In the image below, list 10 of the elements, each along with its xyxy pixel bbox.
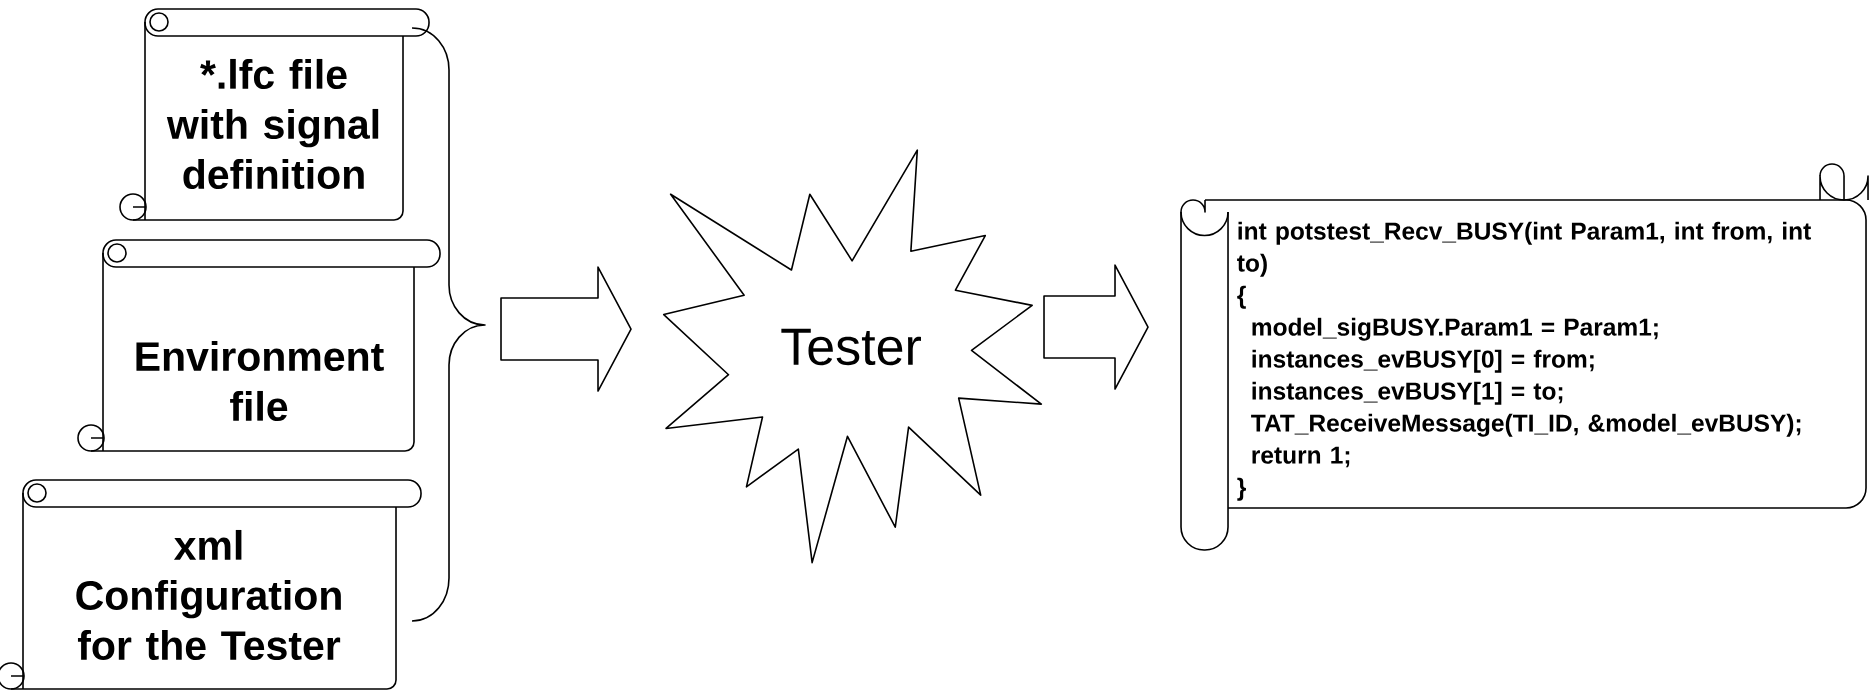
node-label: *.lfc file with signal definition: [166, 58, 379, 190]
scroll: *.lfc file with signal definition: [119, 8, 430, 221]
starburst: Tester: [662, 149, 1043, 564]
block-arrow: [1043, 264, 1149, 390]
node-label: Environment file: [136, 340, 384, 422]
scroll: Environment file: [77, 239, 441, 452]
code-scroll: int potstest_Recv_BUSY(int Param1, int from, int to) { model_sigBUSY.Param1 = Param1; instances_evBUSY[0] = from; instances_evBUSY[1] = to; TAT_ReceiveMessage(TI_ID, &model_evBUSY); return 1; }: [1180, 163, 1869, 551]
scroll: xml Configuration for the Tester: [0, 479, 422, 690]
node-label: xml Configuration for the Tester: [76, 529, 341, 661]
block-arrow: [500, 266, 632, 392]
